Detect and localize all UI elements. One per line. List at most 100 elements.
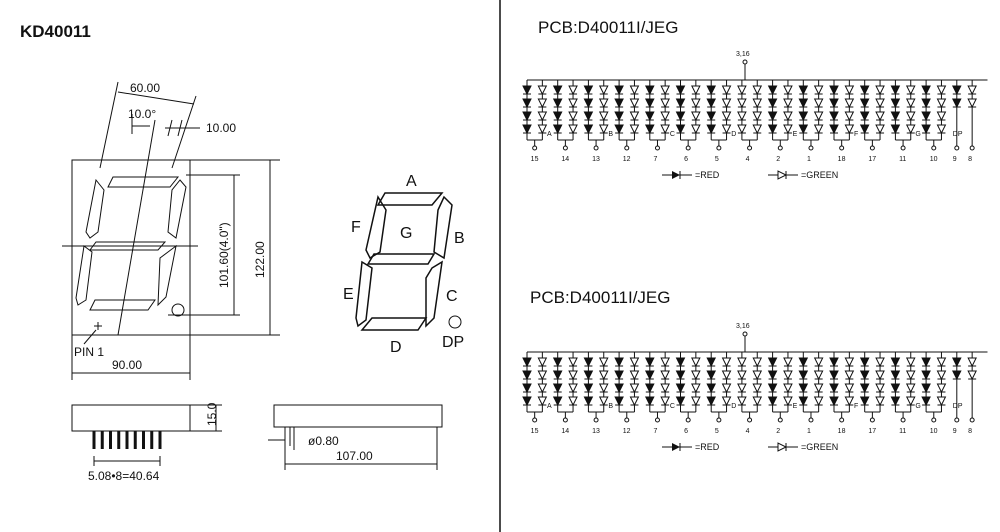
side-pin: [158, 431, 162, 449]
pin-number: 10: [930, 428, 938, 435]
red-led-icon: [583, 370, 594, 381]
green-led-icon: [537, 396, 548, 407]
seg-label-e: E: [343, 286, 354, 303]
pin-terminal: [869, 417, 875, 423]
red-led-icon: [552, 370, 563, 381]
seg-g: [366, 253, 436, 265]
red-led-icon: [552, 98, 563, 109]
green-led-icon: [721, 124, 732, 135]
green-led-icon: [875, 98, 885, 109]
red-led-icon: [522, 111, 532, 122]
green-led-icon: [936, 124, 947, 135]
green-led-icon: [691, 370, 701, 381]
red-led-icon: [921, 357, 931, 368]
green-led-icon: [598, 383, 609, 394]
pin-terminal: [808, 417, 814, 423]
red-led-icon: [644, 370, 655, 381]
red-led-icon: [675, 370, 686, 381]
red-led-icon: [706, 396, 717, 407]
front-segment-g: [89, 241, 167, 251]
red-led-icon: [951, 357, 962, 368]
red-led-icon: [921, 124, 931, 135]
red-led-icon: [675, 98, 686, 109]
green-led-icon: [737, 396, 747, 407]
green-led-icon: [813, 98, 824, 109]
green-led-icon: [752, 396, 763, 407]
green-led-icon: [721, 85, 732, 96]
dim-depth: 15.0: [205, 402, 219, 426]
pin-terminal: [931, 417, 937, 423]
pin-terminal: [624, 417, 630, 423]
red-led-icon: [675, 85, 686, 96]
green-led-icon: [844, 383, 855, 394]
green-led-icon: [629, 98, 640, 109]
green-led-icon: [691, 85, 701, 96]
legend-red-label: =RED: [695, 442, 720, 452]
red-led-icon: [829, 396, 839, 407]
pin-terminal: [562, 417, 568, 423]
red-led-icon: [890, 383, 901, 394]
green-led-icon: [967, 357, 977, 368]
schematic-segment-label: DP: [953, 403, 963, 410]
side-body-outline: [71, 404, 191, 432]
pin-number: 4: [746, 156, 750, 163]
dim-pin-diameter: ø0.80: [308, 434, 339, 448]
green-led-icon: [737, 124, 747, 135]
seg-dp: [448, 315, 462, 329]
pin-terminal: [954, 417, 960, 423]
green-led-icon: [875, 396, 885, 407]
red-led-icon: [552, 396, 563, 407]
red-led-icon: [859, 383, 870, 394]
pin-terminal: [685, 145, 691, 151]
red-led-icon: [583, 98, 594, 109]
dim-top-width: 60.00: [130, 81, 160, 95]
red-led-icon: [552, 124, 563, 135]
green-led-icon: [875, 370, 885, 381]
dim-body-length: 107.00: [336, 449, 373, 463]
pin-terminal: [777, 145, 783, 151]
pin-number: 14: [561, 428, 569, 435]
green-led-icon: [752, 383, 763, 394]
red-led-icon: [829, 383, 839, 394]
red-led-icon: [644, 98, 655, 109]
red-led-icon: [675, 111, 686, 122]
green-led-icon: [721, 383, 732, 394]
pin-number: 7: [653, 156, 657, 163]
pin-terminal: [808, 145, 814, 151]
green-led-icon: [691, 98, 701, 109]
red-led-icon: [829, 370, 839, 381]
pin-terminal: [900, 145, 906, 151]
pin-number: 15: [531, 428, 539, 435]
red-led-icon: [921, 85, 931, 96]
ext-line-left: [99, 81, 119, 169]
legend-red-label: =RED: [695, 170, 720, 180]
red-led-icon: [767, 396, 778, 407]
red-led-icon: [614, 370, 624, 381]
red-led-icon: [798, 111, 809, 122]
pin-number: 5: [715, 428, 719, 435]
red-led-icon: [706, 85, 717, 96]
center-line-slant: [117, 119, 156, 336]
dim-line-60: [117, 91, 195, 105]
pin-number: 18: [838, 428, 846, 435]
pin-terminal: [900, 417, 906, 423]
green-led-icon: [905, 98, 916, 109]
pin-number: 12: [623, 428, 631, 435]
front-segment-c: [157, 244, 177, 307]
pin-terminal: [747, 417, 753, 423]
pin-terminal: [716, 145, 722, 151]
side-view-pins: [71, 404, 222, 466]
green-led-icon: [875, 85, 885, 96]
front-view: [62, 81, 280, 380]
green-led-icon: [629, 396, 640, 407]
seg-label-g: G: [400, 225, 412, 242]
red-led-icon: [890, 370, 901, 381]
red-led-icon: [614, 124, 624, 135]
pin-terminal: [532, 417, 538, 423]
seg-f: [365, 195, 387, 260]
red-led-icon: [583, 111, 594, 122]
red-led-icon: [522, 370, 532, 381]
red-led-icon: [829, 111, 839, 122]
ext-10-b: [177, 119, 183, 137]
red-led-icon: [522, 85, 532, 96]
